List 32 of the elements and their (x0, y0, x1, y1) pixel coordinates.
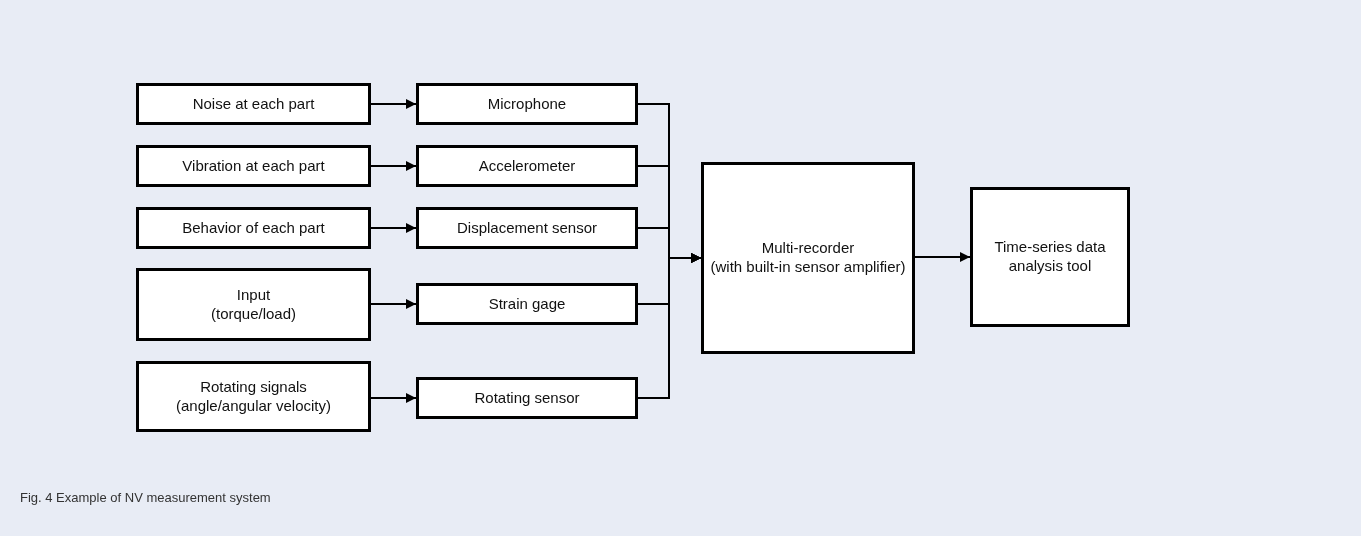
arrow (370, 299, 417, 309)
process-box (136, 83, 371, 125)
process-box (136, 268, 371, 341)
arrow (370, 223, 417, 233)
process-box (416, 145, 638, 187)
process-box (416, 83, 638, 125)
arrow (370, 161, 417, 171)
box-label: Accelerometer (478, 156, 576, 176)
box-label: Rotating sensor (474, 388, 580, 408)
arrow (637, 253, 702, 399)
arrow (370, 99, 417, 109)
box-label: Noise at each part (192, 94, 315, 114)
box-label: Behavior of each part (182, 218, 325, 238)
box-label: Microphone (487, 94, 567, 114)
arrow (914, 252, 971, 262)
box-label: Rotating signals (angle/angular velocity) (175, 377, 332, 416)
process-box (416, 283, 638, 325)
process-box (416, 207, 638, 249)
box-label: Displacement sensor (456, 218, 598, 238)
process-box (136, 207, 371, 249)
box-label: Vibration at each part (182, 156, 325, 176)
box-label: Strain gage (488, 294, 566, 314)
process-box (416, 377, 638, 419)
process-box (136, 145, 371, 187)
box-label: Time-series data analysis tool (993, 238, 1107, 276)
box-label: Multi-recorder (with built-in sensor amplifier) (710, 239, 906, 277)
recorder-box (701, 162, 915, 354)
box-label: Input (torque/load) (210, 285, 297, 324)
arrow (370, 393, 417, 403)
figure-caption: Fig. 4 Example of NV measurement system (20, 490, 271, 505)
process-box (136, 361, 371, 432)
process-box (970, 187, 1130, 327)
